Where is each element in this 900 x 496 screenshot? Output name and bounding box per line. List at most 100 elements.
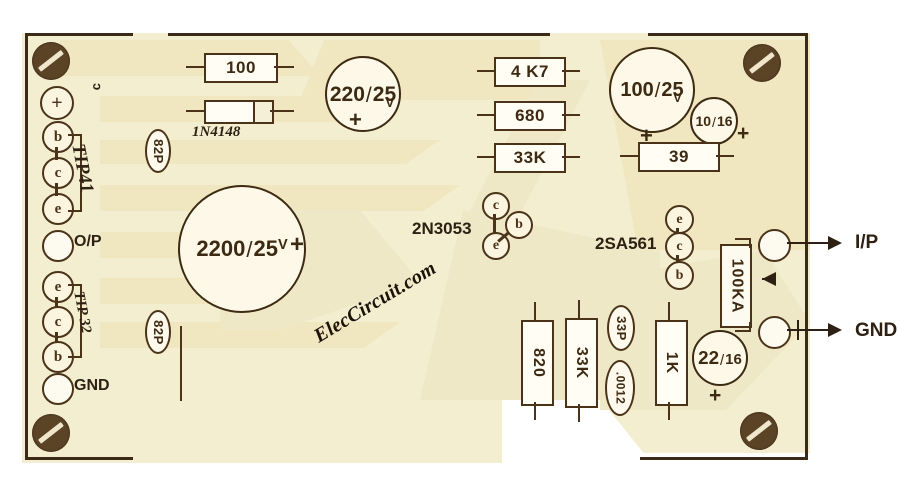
pad-input[interactable] [758,229,791,262]
c-82p-top-value: 82P [150,138,166,164]
c-100-polarity: + [640,123,653,148]
pad-c-tip41[interactable]: c [42,157,74,189]
r-4k7-lead-right [562,70,580,73]
link-2n3053-c-e [493,214,496,234]
r-820: 820 [521,320,554,406]
r-39: 39 [638,142,720,172]
link-2sa561-e-c [676,228,679,234]
d-1n4148-lead-left [186,110,204,113]
pad-e-tip41[interactable]: e [42,193,74,225]
r-680-value: 680 [515,106,545,125]
pad-e-tip32[interactable]: e [42,271,74,303]
r-39-lead-right [716,155,734,158]
pad-b-tip41-label: b [53,128,63,145]
r-1k-lead-bottom [668,402,671,420]
r-33k-bottom-value: 33K [573,346,591,380]
c-2200-voltage: 25 [253,236,278,261]
pad-link-bc-tip41 [55,147,58,160]
c-10-polarity: + [737,122,750,145]
c-0012: .0012 [605,360,635,416]
pad-c-tip32[interactable]: c [42,306,74,338]
c-33p-value: 33P [613,315,629,341]
r-33k-bottom: 33K [565,318,598,408]
c-10-voltage: 16 [716,113,733,129]
jumper-wire [180,326,183,401]
pad-b-2sa561[interactable]: b [665,261,694,290]
c-82p-bottom: 82P [145,310,171,354]
input-arrow-line [787,242,831,245]
copper-pour-a [60,40,320,76]
r-4k7: 4 K7 [494,57,566,87]
pad-plus-label: + [51,91,63,114]
label-2n3053: 2N3053 [412,219,472,238]
pad-c-tip32-label: c [54,313,62,330]
c-220-voltage: 25 [372,82,397,106]
r-39-lead-left [620,155,638,158]
label-gnd-terminal: GND [74,377,110,394]
pad-gnd[interactable] [42,373,74,405]
r-100-lead-right [274,66,294,69]
c-2200-capacitance: 2200 [196,236,246,261]
board-edge-bottom-left [25,457,133,460]
screw-bottom-right [740,412,778,450]
pad-link-ce-tip41 [55,183,58,196]
ground-arrow-head [828,323,842,337]
d-1n4148-lead-right [270,110,294,113]
pad-plus[interactable]: + [40,86,74,120]
ground-arrow-line [787,329,831,332]
pad-op[interactable] [42,230,74,262]
r-100: 100 [204,53,278,83]
board-edge-top-left [25,33,133,36]
board-edge-top-mid1 [168,33,550,36]
r-1k: 1K [655,320,688,406]
r-820-value: 820 [529,348,547,378]
c-0012-value: .0012 [613,371,627,405]
pad-c-2n3053[interactable]: c [482,192,510,220]
pad-c-2sa561[interactable]: c [665,232,694,261]
c-10: 10/16 [690,97,738,145]
screw-top-left [32,42,70,80]
pad-b-2n3053[interactable]: b [505,211,533,239]
c-2200: 2200/25V [178,185,306,313]
r-680-lead-right [562,114,580,117]
board-edge-bottom-right [640,457,808,460]
c-22-polarity: + [709,384,722,407]
r-1k-value: 1K [663,351,681,375]
pad-c-2sa561-label: c [676,238,683,254]
label-op: O/P [74,233,102,250]
r-100-lead-left [186,66,204,69]
tip41-bracket [68,134,82,212]
vr-100ka-wiper-line [762,278,776,281]
pad-c-tip41-label: c [54,164,62,181]
c-100-capacitance: 100 [620,79,654,101]
pad-e-tip32-label: e [54,278,62,295]
vr-100ka-value: 100KA [728,258,745,314]
r-4k7-value: 4 K7 [511,62,549,81]
screw-bottom-left [32,414,70,452]
c-2200-polarity: + [290,231,305,258]
pad-b-2n3053-label: b [515,217,523,232]
r-680: 680 [494,101,566,131]
c-2200-value: 2200/25V [196,236,288,262]
r-4k7-lead-left [477,70,494,73]
vr-100ka[interactable]: 100KA [720,244,752,328]
pad-b-tip41[interactable]: b [42,121,74,153]
r-33k-bottom-lead-top [578,300,581,318]
r-39-value: 39 [669,147,689,166]
input-arrow-head [828,236,842,250]
d-1n4148-label: 1N4148 [192,124,241,140]
pad-e-2sa561[interactable]: e [665,205,694,234]
label-small-c: c [88,82,104,91]
label-ground-io: GND [855,320,898,341]
r-680-lead-left [477,114,494,117]
pad-link-cb-tip32 [55,332,58,343]
c-10-value: 10/16 [695,113,733,130]
pad-ground[interactable] [758,316,791,349]
pad-b-tip32-label: b [53,348,63,365]
screw-top-right [743,44,781,82]
